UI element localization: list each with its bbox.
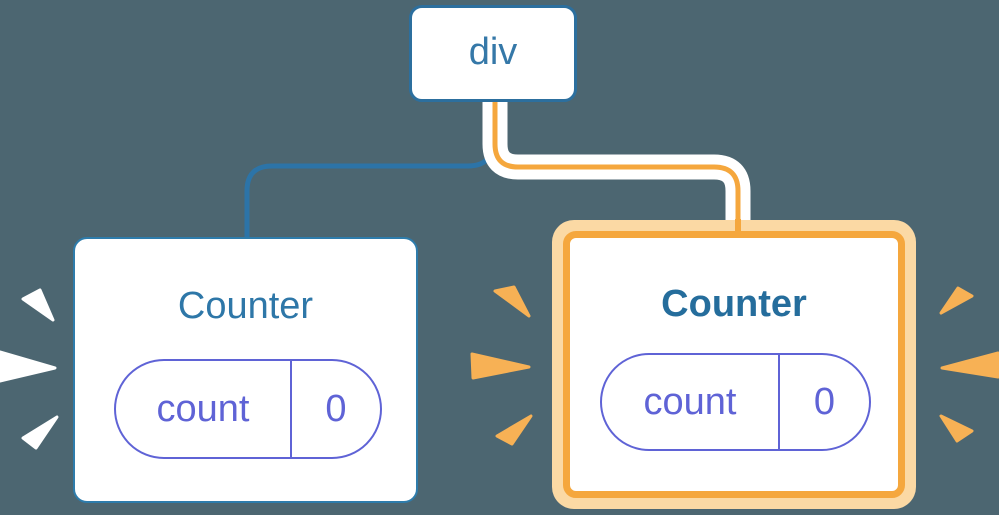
counter-card-right-highlighted: Counter count 0	[552, 220, 916, 509]
spark-icon	[939, 414, 974, 443]
connector-right-edge	[492, 98, 741, 223]
state-key-cell: count	[156, 387, 250, 430]
spark-icon	[470, 352, 531, 380]
spark-icon	[940, 351, 999, 379]
counter-title: Counter	[661, 283, 807, 325]
counter-title: Counter	[177, 285, 314, 327]
state-pill: count 0	[114, 359, 382, 459]
state-value-cell: 0	[290, 361, 380, 457]
root-div-node: div	[409, 5, 577, 102]
root-node-label: div	[468, 30, 518, 73]
connector-right-entry-stub	[735, 219, 741, 233]
spark-icon	[493, 285, 531, 318]
spark-icon	[939, 286, 974, 315]
connector-left-edge	[244, 98, 496, 240]
right-card-sparks-left	[470, 285, 533, 446]
spark-icon	[21, 288, 55, 322]
state-pill: count 0	[600, 353, 871, 451]
state-key-cell: count	[643, 380, 737, 423]
counter-card-left: Counter count 0	[73, 237, 418, 503]
spark-icon	[21, 415, 59, 450]
left-card-sparks	[0, 288, 59, 450]
spark-icon	[0, 350, 57, 383]
spark-icon	[495, 414, 533, 446]
state-value-cell: 0	[778, 355, 869, 449]
connector-right-casing	[482, 98, 751, 223]
right-card-sparks-right	[939, 286, 999, 443]
